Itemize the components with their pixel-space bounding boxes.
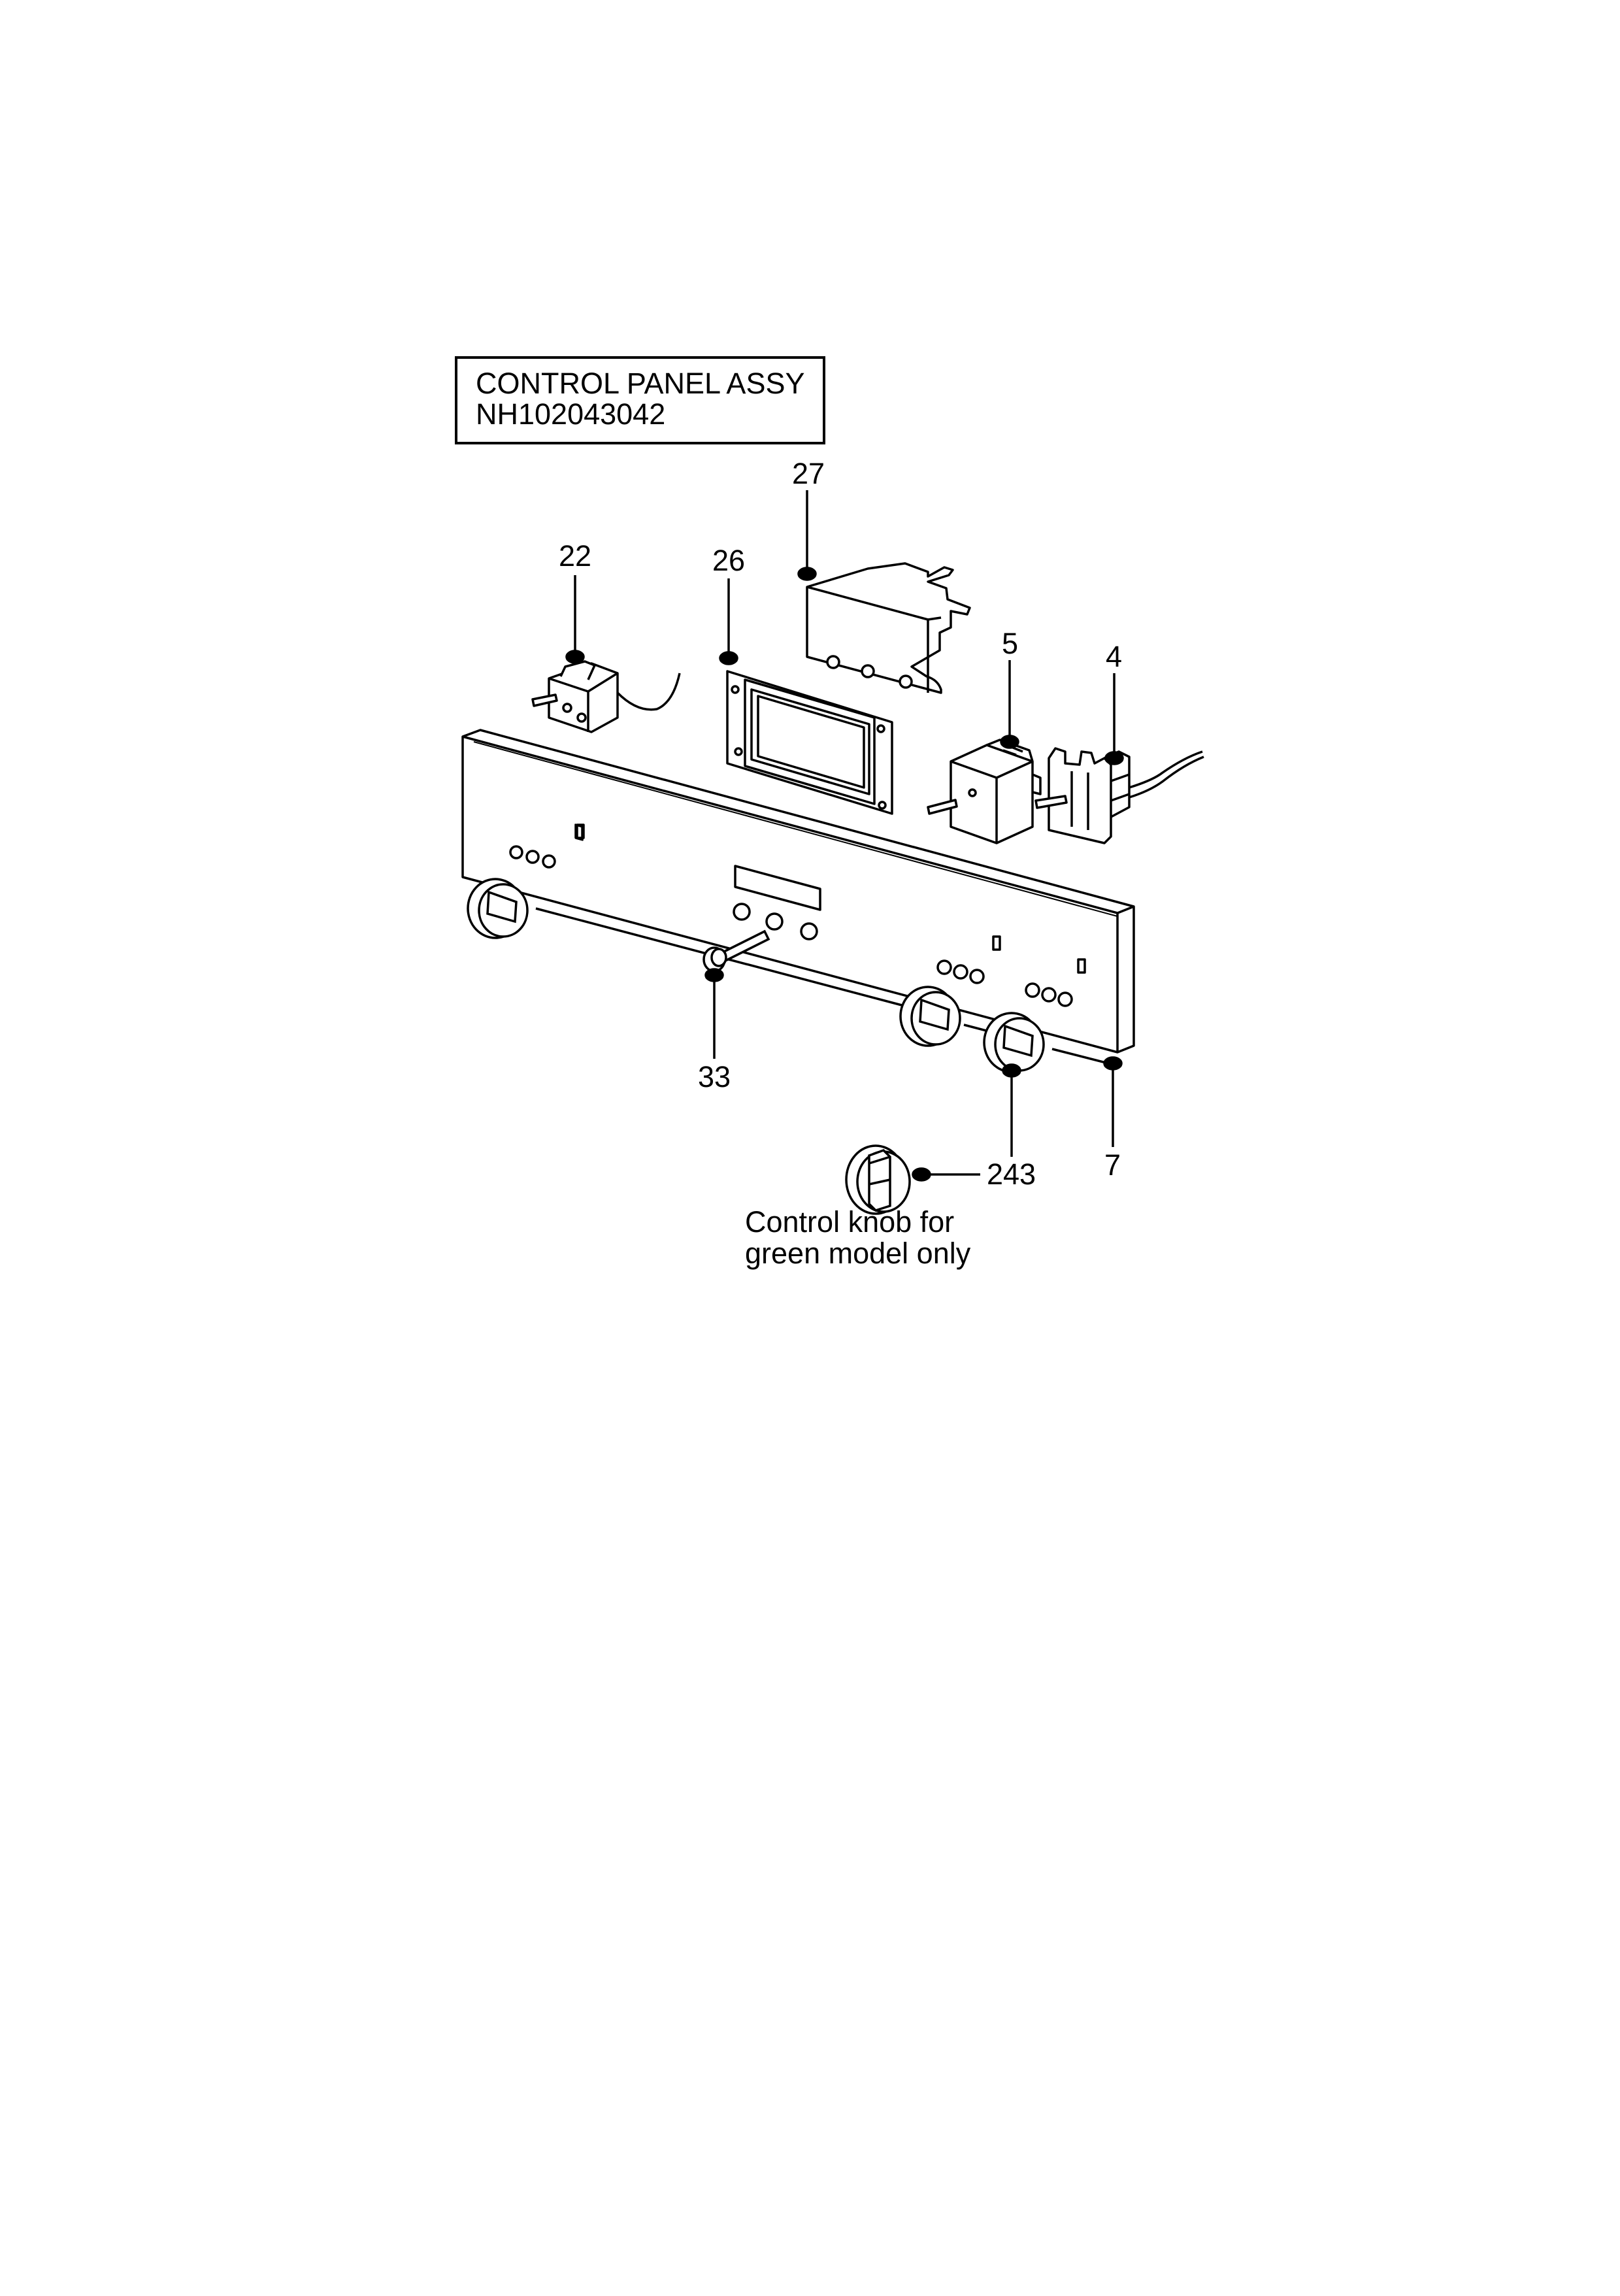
callout-243: 243 [987,1157,1036,1191]
callout-26: 26 [712,544,745,577]
title-line-1: CONTROL PANEL ASSY [476,367,804,400]
callout-33: 33 [698,1060,731,1093]
note-line-2: green model only [745,1237,971,1270]
leader-dot-33 [704,968,724,982]
part-5-selector-switch [927,739,1042,844]
leader-dot-7 [1103,1056,1123,1071]
leader-lines [565,490,1124,1182]
leader-dot-27 [797,567,817,581]
control-panel-fascia [461,729,1135,1054]
knob-guide-line-end [1051,1048,1112,1065]
green-model-note: Control knob for green model only [745,1205,971,1270]
part-27-rear-cover [806,562,971,694]
part-22-switch [531,660,681,733]
knob-right [983,1012,1045,1073]
callout-22: 22 [559,539,591,573]
callout-27: 27 [792,457,825,490]
leader-dot-22 [565,650,585,664]
callout-4: 4 [1106,640,1122,673]
knob-center [899,986,961,1047]
title-line-2: NH102043042 [476,397,665,431]
knob-left [467,878,529,939]
leader-dot-26 [719,651,738,665]
leader-dot-5 [1000,735,1019,749]
leader-dot-4 [1104,751,1124,765]
part-26-display-bracket [726,670,893,815]
leader-dot-243-upper [1002,1063,1021,1078]
title-box: CONTROL PANEL ASSY NH102043042 [455,356,825,444]
callout-5: 5 [1002,627,1018,660]
part-243-green-knob [845,1144,911,1215]
callout-labels: 27 22 26 5 4 33 243 7 [559,457,1122,1191]
leader-dot-243-knob [912,1167,931,1182]
callout-7: 7 [1104,1148,1121,1182]
part-4-thermostat [1034,747,1204,844]
note-line-1: Control knob for [745,1205,954,1239]
